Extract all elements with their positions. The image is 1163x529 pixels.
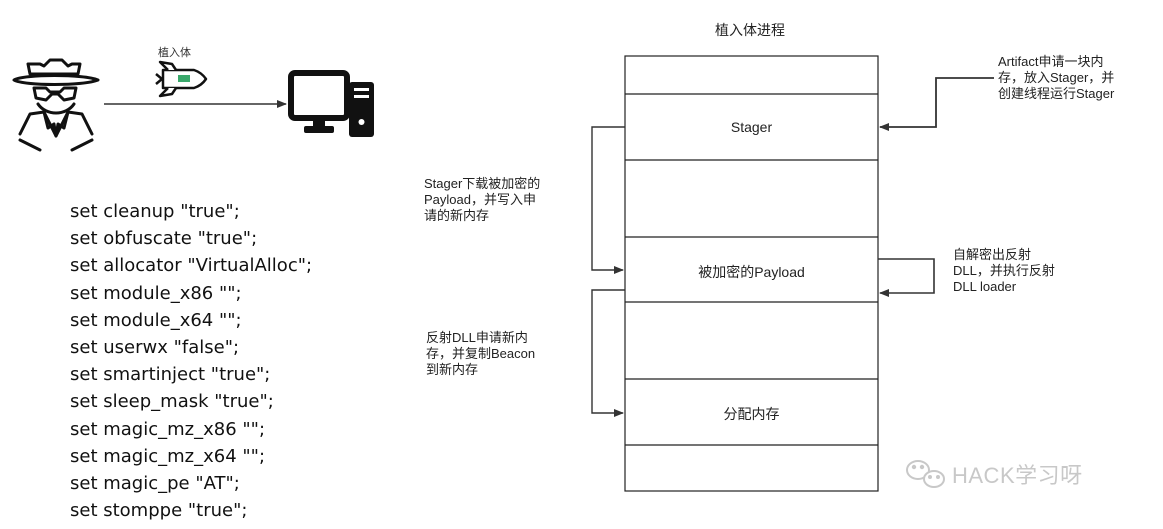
artifact-note: Artifact申请一块内 存，放入Stager，并 创建线程运行Stager (998, 54, 1114, 102)
config-line: set module_x86 ""; (70, 282, 242, 304)
rocket-icon (155, 60, 208, 98)
note-line: 存，放入Stager，并 (998, 70, 1115, 85)
stager-block-label: Stager (730, 119, 773, 135)
note-line: 反射DLL申请新内 (426, 330, 528, 345)
config-line: set smartinject "true"; (70, 364, 271, 386)
config-line: set magic_mz_x64 ""; (70, 445, 266, 467)
config-line: set sleep_mask "true"; (70, 391, 274, 413)
note-line: 创建线程运行Stager (998, 86, 1115, 101)
note-line: Stager下载被加密的 (424, 176, 541, 191)
config-line: set magic_mz_x86 ""; (70, 418, 266, 440)
hacker-spy-icon (12, 58, 100, 152)
self-decrypt-note: 自解密出反射 DLL，并执行反射 DLL loader (953, 247, 1055, 295)
note-line: DLL loader (953, 279, 1017, 294)
alloc-block-label: 分配内存 (723, 406, 780, 422)
note-line: Artifact申请一块内 (998, 54, 1104, 69)
config-line: set obfuscate "true"; (70, 228, 258, 250)
config-line: set userwx "false"; (70, 336, 240, 358)
note-line: DLL，并执行反射 (953, 263, 1055, 278)
process-memory-column (624, 55, 879, 492)
artifact-arrow (879, 77, 994, 131)
config-line: set allocator "VirtualAlloc"; (70, 255, 313, 277)
config-line: set stomppe "true"; (70, 500, 248, 522)
stager-download-arrow (591, 126, 625, 274)
implant-label: 植入体 (158, 47, 191, 59)
note-line: 到新内存 (426, 362, 479, 377)
note-line: 自解密出反射 (953, 247, 1032, 262)
note-line: Payload，并写入申 (424, 192, 536, 207)
note-line: 请的新内存 (424, 208, 490, 223)
reflective-dll-arrow (591, 289, 625, 417)
payload-block-label: 被加密的Payload (698, 264, 805, 280)
wechat-icon (906, 460, 945, 488)
config-line: set cleanup "true"; (70, 201, 240, 222)
stager-download-note: Stager下载被加密的 Payload，并写入申 请的新内存 (424, 176, 540, 224)
config-line: set magic_pe "AT"; (70, 472, 240, 494)
process-title: 植入体进程 (715, 22, 785, 38)
desktop-computer-icon (288, 70, 374, 137)
note-line: 存，并复制Beacon (426, 346, 536, 361)
self-decrypt-arrow (878, 258, 935, 297)
config-list: set cleanup "true"; set obfuscate "true"… (70, 198, 312, 524)
watermark-text: HACK学习呀 (952, 463, 1083, 488)
reflective-dll-note: 反射DLL申请新内 存，并复制Beacon 到新内存 (426, 330, 535, 378)
config-line: set module_x64 ""; (70, 309, 242, 331)
